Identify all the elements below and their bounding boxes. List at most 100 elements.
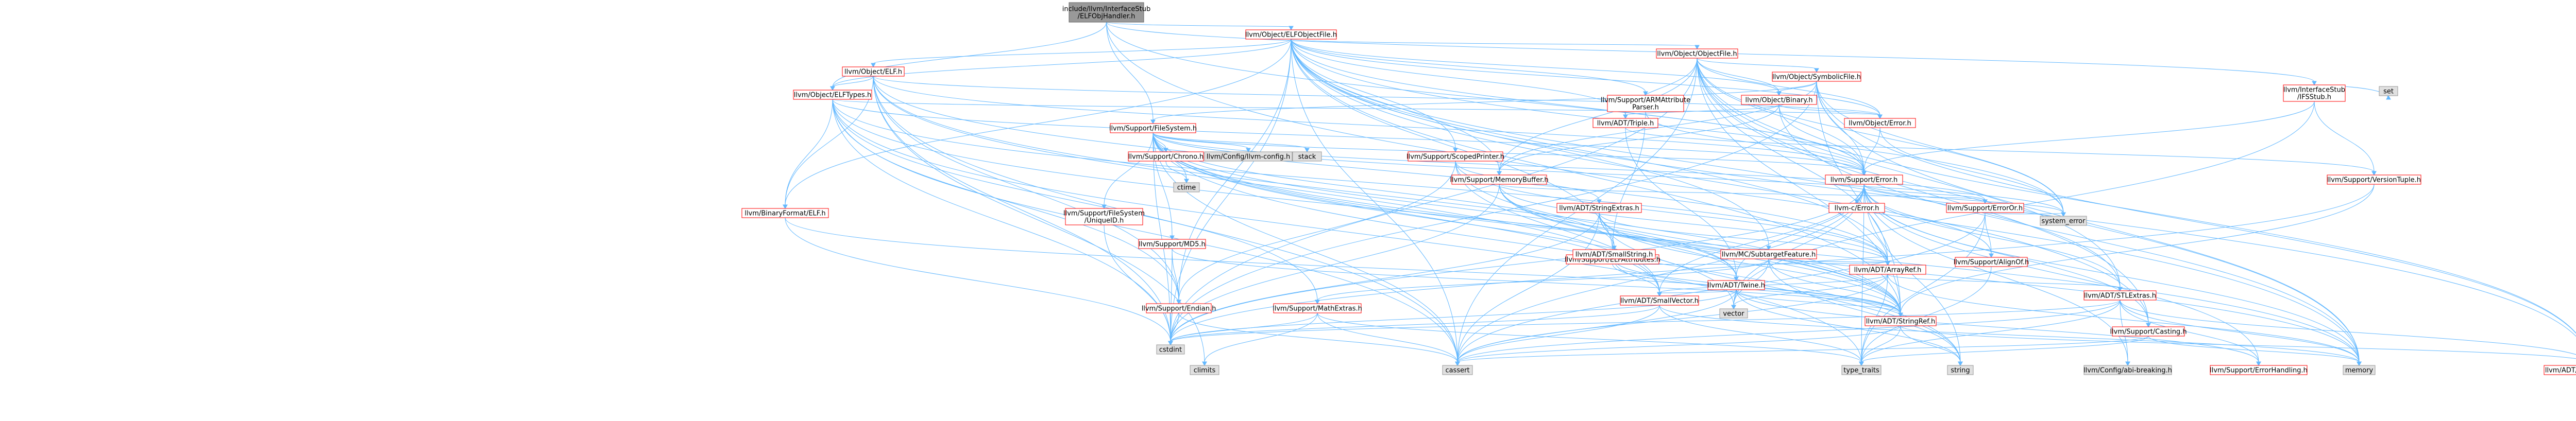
edge-arrowhead	[1861, 171, 1867, 176]
file-node-endian[interactable]: llvm/Support/Endian.h	[1142, 303, 1216, 313]
file-node-label: llvm/Support/MathExtras.h	[1273, 305, 1362, 313]
dependency-edge-objectfile-to-systemerror	[1697, 58, 2064, 214]
file-node-elftypes[interactable]: llvm/Object/ELFTypes.h	[793, 90, 872, 100]
file-node-casting[interactable]: llvm/Support/Casting.h	[2110, 326, 2187, 337]
file-node-ifsstub[interactable]: llvm/InterfaceStub/IFSStub.h	[2283, 84, 2346, 102]
file-node-chrono[interactable]: llvm/Support/Chrono.h	[1128, 151, 1204, 162]
file-node-smallstring[interactable]: llvm/ADT/SmallString.h	[1572, 249, 1656, 259]
file-node-label: llvm/Support/VersionTuple.h	[2327, 177, 2421, 184]
dependency-edge-scopedprinter-to-stringref	[1455, 161, 1901, 314]
edge-arrowhead	[2312, 81, 2317, 86]
dependency-edge-memorybuffer-to-twine	[1499, 184, 1737, 278]
file-node-triple[interactable]: llvm/ADT/Triple.h	[1592, 118, 1658, 128]
file-node-box	[1955, 257, 2028, 267]
dependency-edge-objectfile-to-arrayref	[1697, 58, 1888, 262]
file-node-symbolicfile[interactable]: llvm/Object/SymbolicFile.h	[1772, 72, 1861, 82]
file-node-alignof[interactable]: llvm/Support/AlignOf.h	[1954, 257, 2029, 267]
file-node-md5[interactable]: llvm/Support/MD5.h	[1138, 239, 1206, 249]
file-node-arrayref[interactable]: llvm/ADT/ArrayRef.h	[1849, 265, 1926, 275]
file-node-box	[2544, 365, 2576, 375]
file-node-versiontuple[interactable]: llvm/Support/VersionTuple.h	[2327, 174, 2421, 185]
file-node-label: llvm/Object/SymbolicFile.h	[1772, 74, 1861, 81]
edge-arrowhead	[1776, 91, 1782, 96]
dependency-edge-subtarget-to-string	[1768, 258, 1961, 363]
dependency-edge-mathextras-to-cstdint	[1170, 312, 1318, 342]
dependency-edge-scopedprinter-to-endian	[1178, 161, 1456, 301]
file-node-objerror[interactable]: llvm/Object/Error.h	[1844, 118, 1916, 128]
file-node-stringextras[interactable]: llvm/ADT/StringExtras.h	[1556, 203, 1642, 213]
dependency-edge-elftypes-to-supporterror	[832, 99, 1865, 172]
file-node-vector: vector	[1719, 308, 1748, 319]
file-node-elf[interactable]: llvm/Object/ELF.h	[842, 66, 905, 77]
dependency-edge-elftypes-to-cstdint	[832, 99, 1171, 342]
file-node-label: include/llvm/InterfaceStub	[1062, 6, 1150, 13]
edge-arrowhead	[1304, 148, 1310, 153]
file-node-iteratorrange[interactable]: llvm/ADT/iterator_range.h	[2544, 365, 2576, 375]
dependency-edge-uniqueid-to-cstdint	[1104, 224, 1171, 342]
file-node-objectfile[interactable]: llvm/Object/ObjectFile.h	[1656, 48, 1738, 59]
edge-arrowhead	[1246, 148, 1251, 153]
dependency-edge-filesystem-to-cassert	[1153, 132, 1458, 363]
file-node-scopedprinter[interactable]: llvm/Support/ScopedPrinter.h	[1406, 151, 1504, 162]
file-node-box	[2343, 365, 2376, 375]
edge-arrowhead	[1734, 276, 1739, 282]
file-node-label: llvm/Support/MD5.h	[1139, 241, 1206, 249]
file-node-twine[interactable]: llvm/ADT/Twine.h	[1707, 280, 1765, 290]
dependency-edge-armattr-to-elfattributes	[1612, 111, 1646, 252]
file-node-box	[1592, 118, 1658, 128]
dependency-edge-mathextras-to-cassert	[1317, 312, 1458, 363]
file-node-uniqueid[interactable]: llvm/Support/FileSystem/UniqueID.h	[1063, 208, 1145, 225]
file-node-box	[1620, 295, 1699, 306]
file-node-box	[2040, 216, 2087, 226]
file-node-box	[2379, 86, 2398, 96]
dependency-edge-arrayref-to-vector	[1733, 274, 1888, 306]
edge-arrowhead	[1101, 204, 1107, 209]
file-node-box	[1292, 151, 1322, 162]
dependency-edge-smallstring-to-smallvector	[1614, 258, 1660, 293]
dependency-edge-elfobjectfile-to-objerror	[1291, 39, 1880, 116]
file-node-supporterror[interactable]: llvm/Support/Error.h	[1825, 174, 1903, 185]
dependency-edge-versiontuple-to-stringref	[1900, 184, 2375, 314]
edge-arrowhead	[1168, 341, 1173, 346]
dependency-edge-supporterror-to-cstdint	[1170, 184, 1865, 342]
dependency-edge-filesystem-to-vector	[1153, 132, 1734, 306]
file-node-box	[1946, 203, 2024, 213]
dependency-edge-elfobjectfile-to-binary	[1291, 39, 1780, 93]
file-node-stringref[interactable]: llvm/ADT/StringRef.h	[1865, 316, 1937, 326]
file-node-binaryformatelf[interactable]: llvm/BinaryFormat/ELF.h	[741, 208, 829, 218]
file-node-label: llvm/Object/Error.h	[1849, 120, 1911, 128]
edge-arrowhead	[871, 63, 876, 68]
file-node-box	[1451, 174, 1547, 185]
file-node-memorybuffer[interactable]: llvm/Support/MemoryBuffer.h	[1450, 174, 1549, 185]
file-node-label: llvm/Config/llvm-config.h	[1207, 153, 1290, 161]
dependency-edge-elftypes-to-objerror	[832, 99, 1880, 116]
file-node-binary[interactable]: llvm/Object/Binary.h	[1741, 95, 1817, 105]
file-node-errorort[interactable]: llvm/Support/ErrorOr.h	[1946, 203, 2024, 213]
file-node-elfobjectfile[interactable]: llvm/Object/ELFObjectFile.h	[1245, 29, 1337, 40]
edge-arrowhead	[2117, 287, 2123, 292]
file-node-root: include/llvm/InterfaceStub/ELFObjHandler…	[1062, 2, 1150, 23]
dependency-edge-stringref-to-cassert	[1457, 325, 1901, 363]
file-node-errorhandling[interactable]: llvm/Support/ErrorHandling.h	[2210, 365, 2308, 375]
file-node-cassert: cassert	[1442, 365, 1473, 375]
file-node-label: llvm/BinaryFormat/ELF.h	[744, 210, 825, 218]
dependency-edge-objectfile-to-stlextras	[1697, 58, 2121, 288]
dependency-edge-stlextras-to-errorhandling	[2120, 300, 2259, 363]
file-node-smallvector[interactable]: llvm/ADT/SmallVector.h	[1620, 295, 1699, 306]
file-node-box	[1245, 29, 1337, 40]
dependency-edge-elf-to-binaryformatelf	[785, 76, 874, 206]
dependency-edge-scopedprinter-to-smallvector	[1455, 161, 1660, 293]
dependency-edge-symbolicfile-to-cstdint	[1170, 81, 1817, 342]
dependency-edge-elfobjectfile-to-objectfile	[1291, 39, 1698, 46]
dependency-edge-objectfile-to-binary	[1697, 58, 1780, 93]
file-node-box	[1947, 365, 1974, 375]
edge-arrowhead	[1877, 114, 1883, 119]
file-node-stlextras[interactable]: llvm/ADT/STLExtras.h	[2083, 290, 2157, 301]
file-node-filesystem[interactable]: llvm/Support/FileSystem.h	[1109, 123, 1197, 133]
edge-arrowhead	[2386, 95, 2391, 100]
dependency-edge-stringextras-to-string	[1599, 212, 1961, 363]
file-node-errorc[interactable]: llvm-c/Error.h	[1828, 203, 1885, 213]
file-node-subtarget[interactable]: llvm/MC/SubtargetFeature.h	[1720, 249, 1817, 259]
file-node-mathextras[interactable]: llvm/Support/MathExtras.h	[1273, 303, 1362, 313]
